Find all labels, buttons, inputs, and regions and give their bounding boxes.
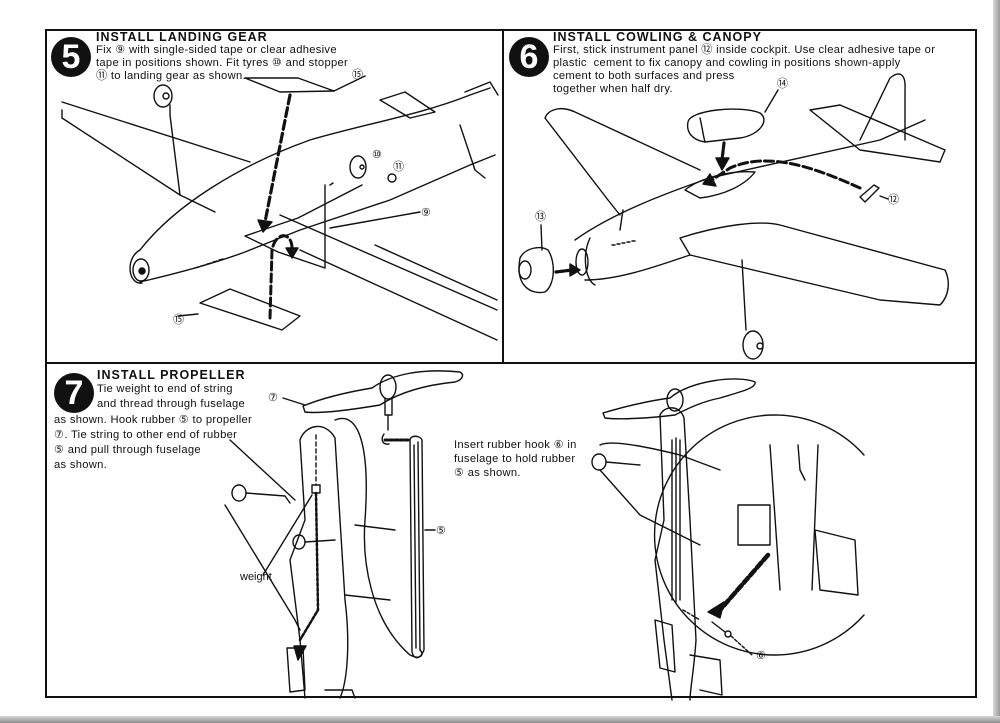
step-7-badge: 7 <box>54 373 94 413</box>
step5-fuselage <box>140 88 495 282</box>
callout-15-top: ⑮ <box>352 69 363 81</box>
callout-12: ⑫ <box>888 194 899 206</box>
window-edge-bottom <box>0 716 1000 723</box>
landing-gear-wire <box>245 183 362 268</box>
step7-left-tyre <box>232 485 246 501</box>
callout-5: ⑤ <box>436 525 446 537</box>
step-5-title: INSTALL LANDING GEAR <box>96 30 268 44</box>
step6-illustration <box>519 74 948 359</box>
step7b-fuselage <box>655 408 696 700</box>
rubber-band-part <box>410 436 424 658</box>
step-6-line-3: cement to both surfaces and press <box>553 70 735 82</box>
window-edge-right <box>993 0 1000 723</box>
step-7-line-6: as shown. <box>54 459 108 471</box>
step-7-line-1: Tie weight to end of string <box>97 383 233 395</box>
step5-illustration <box>62 76 498 340</box>
instrument-panel-part <box>860 185 879 202</box>
cowling-part <box>519 248 553 293</box>
step7-fuselage <box>290 426 348 698</box>
callout-6: ⑥ <box>756 650 766 662</box>
step6-left-wing <box>545 109 700 215</box>
step7b-propeller <box>603 379 755 419</box>
callout-11: ⑪ <box>393 161 404 173</box>
tape-piece-bottom <box>200 289 300 330</box>
step-7-line-3: as shown. Hook rubber ⑤ to propeller <box>54 414 253 426</box>
step-6-badge: 6 <box>509 37 549 77</box>
canopy-arrow <box>722 143 724 160</box>
step-7-title: INSTALL PROPELLER <box>97 368 246 382</box>
rubber-hook-arrow <box>720 555 768 610</box>
canopy-part <box>688 109 764 142</box>
rubber-hook-part <box>712 622 725 632</box>
step5-left-tyre <box>154 85 172 107</box>
callout-10: ⑩ <box>372 149 382 161</box>
step6-fuselage <box>575 120 925 285</box>
step7-wing-outline <box>335 418 422 657</box>
step6-tyre <box>743 331 763 359</box>
panel-arrow <box>712 161 860 188</box>
step-6-line-1: First, stick instrument panel ⑫ inside c… <box>553 44 936 56</box>
side-note-line-1: Insert rubber hook ⑥ in <box>454 439 577 451</box>
callout-13: ⑬ <box>535 211 546 223</box>
tape-piece-top <box>245 78 334 92</box>
step-5-line-1: Fix ⑨ with single-sided tape or clear ad… <box>96 44 337 56</box>
step6-fin <box>860 74 905 140</box>
callout-7: ⑦ <box>268 392 278 404</box>
step5-tailplane <box>380 92 485 178</box>
step-6-line-2: plastic cement to fix canopy and cowling… <box>553 57 901 69</box>
step-7-line-5: ⑤ and pull through fuselage <box>54 444 201 456</box>
step-6-line-4: together when half dry. <box>553 83 673 95</box>
step-5-line-3: ⑪ to landing gear as shown. <box>96 70 246 82</box>
step-7-line-4: ⑦. Tie string to other end of rubber <box>54 429 238 441</box>
callout-9: ⑨ <box>421 207 431 219</box>
magnifier-circle <box>655 415 864 655</box>
propeller-part <box>303 371 462 413</box>
step-6-title: INSTALL COWLING & CANOPY <box>553 30 762 44</box>
step-7-line-2: and thread through fuselage <box>97 398 246 410</box>
step-5-badge: 5 <box>51 37 91 77</box>
step5-right-wing <box>280 215 497 340</box>
callout-15-bottom: ⑮ <box>173 314 184 326</box>
step5-nose <box>133 259 149 281</box>
side-note-line-3: ⑤ as shown. <box>454 467 521 479</box>
step6-right-wing <box>680 223 948 305</box>
step6-tailplane <box>810 105 945 162</box>
side-note-line-2: fuselage to hold rubber <box>454 453 576 465</box>
step-5-line-2: tape in positions shown. Fit tyres ⑩ and… <box>96 57 349 69</box>
panel-divider-horizontal <box>45 362 977 364</box>
weight-label: weight <box>240 571 272 583</box>
panel-divider-vertical <box>502 29 504 363</box>
tape-arrow-up <box>270 236 292 318</box>
step5-left-wing <box>62 102 250 212</box>
callout-14: ⑭ <box>777 78 788 90</box>
step6-nose <box>576 249 588 275</box>
tape-arrow-down <box>265 95 290 222</box>
step5-tyre-10 <box>350 156 366 178</box>
step7-illustration <box>225 371 864 700</box>
